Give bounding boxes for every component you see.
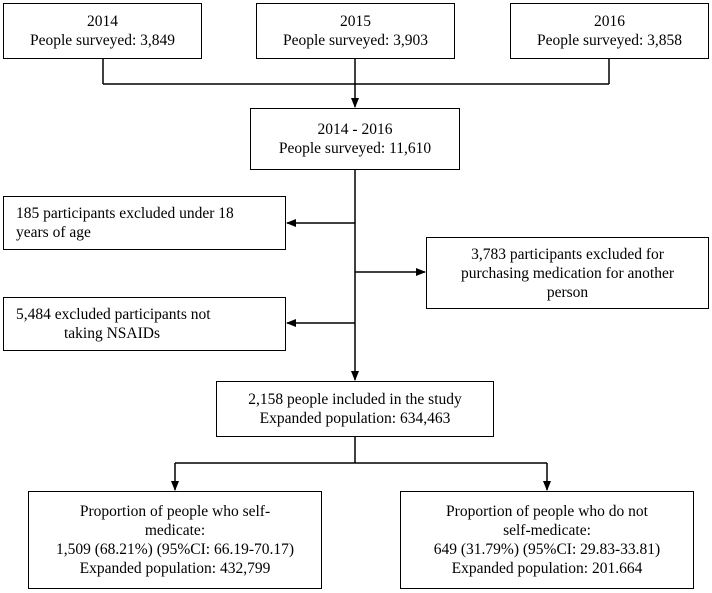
node-not-self-medicate: Proportion of people who do not self-med… <box>400 491 694 589</box>
node-2016-year: 2016 <box>594 13 625 30</box>
node-excluded-no-nsaids-line1: 5,484 excluded participants not <box>16 306 211 323</box>
node-excluded-other-person-line2: purchasing medication for another <box>460 264 675 282</box>
node-total-period: 2014 - 2016 <box>317 121 393 138</box>
node-2015-surveyed: People surveyed: 3,903 <box>282 32 429 49</box>
node-self-medicate-line4: Expanded population: 432,799 <box>79 560 271 577</box>
node-not-self-medicate-line1: Proportion of people who do not <box>446 503 648 520</box>
node-self-medicate: Proportion of people who self- medicate:… <box>28 491 322 589</box>
node-2016-surveyed: People surveyed: 3,858 <box>536 32 683 49</box>
node-included-line1: 2,158 people included in the study <box>248 391 462 408</box>
node-excluded-under-18-line2: years of age <box>16 224 91 241</box>
node-excluded-other-person: 3,783 participants excluded for purchasi… <box>426 237 709 309</box>
node-excluded-under-18: 185 participants excluded under 18 years… <box>3 196 286 250</box>
node-self-medicate-line2: medicate: <box>144 522 206 539</box>
node-2016: 2016 People surveyed: 3,858 <box>510 3 709 59</box>
node-2014: 2014 People surveyed: 3,849 <box>3 3 202 59</box>
node-not-self-medicate-line2: self-medicate: <box>503 522 591 539</box>
node-not-self-medicate-line4: Expanded population: 201.664 <box>451 560 643 577</box>
node-included: 2,158 people included in the study Expan… <box>216 381 494 437</box>
node-total: 2014 - 2016 People surveyed: 11,610 <box>250 108 460 170</box>
node-2015-year: 2015 <box>340 13 371 30</box>
node-self-medicate-line3: 1,509 (68.21%) (95%CI: 66.19-70.17) <box>55 541 295 558</box>
node-excluded-other-person-line3: person <box>546 283 589 301</box>
node-self-medicate-line1: Proportion of people who self- <box>79 503 271 520</box>
node-2014-year: 2014 <box>87 13 118 30</box>
node-excluded-no-nsaids: 5,484 excluded participants not taking N… <box>3 297 286 351</box>
node-2015: 2015 People surveyed: 3,903 <box>256 3 455 59</box>
node-excluded-other-person-line1: 3,783 participants excluded for <box>471 245 664 263</box>
node-2014-surveyed: People surveyed: 3,849 <box>29 32 176 49</box>
node-excluded-under-18-line1: 185 participants excluded under 18 <box>16 205 234 222</box>
node-total-surveyed: People surveyed: 11,610 <box>278 140 432 157</box>
node-excluded-no-nsaids-line2: taking NSAIDs <box>64 325 161 342</box>
node-not-self-medicate-line3: 649 (31.79%) (95%CI: 29.83-33.81) <box>433 541 661 558</box>
node-included-line2: Expanded population: 634,463 <box>259 410 451 427</box>
